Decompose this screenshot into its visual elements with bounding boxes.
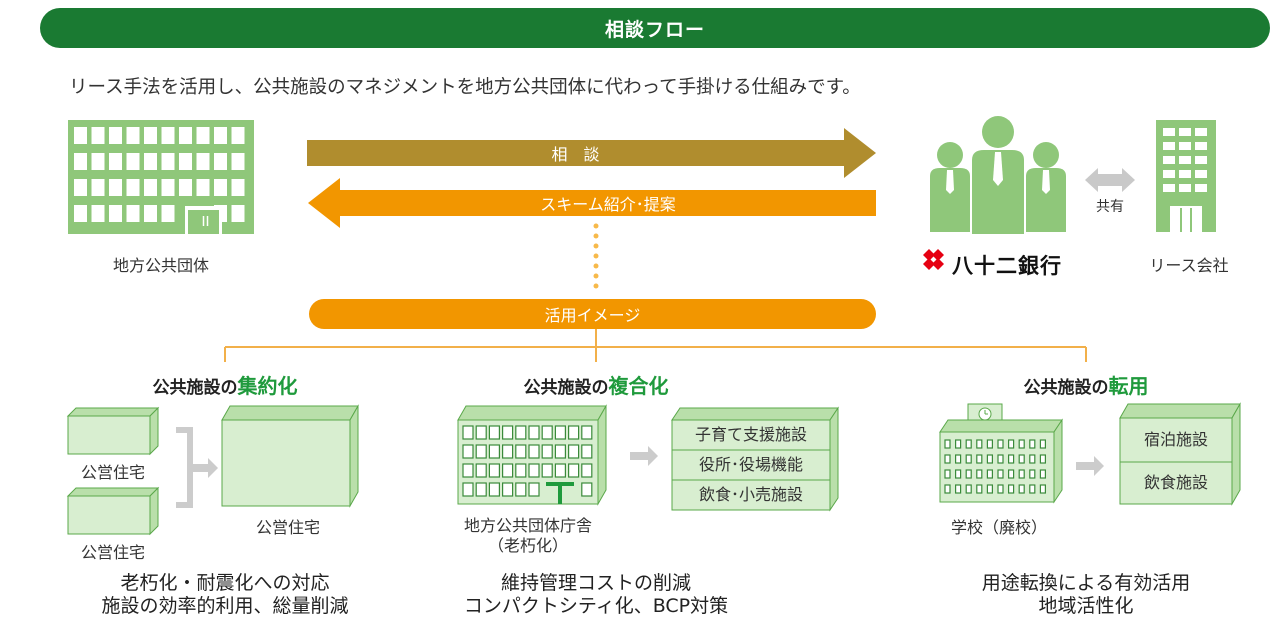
case2-heading-highlight: 複合化 (608, 374, 669, 398)
case2-heading: 公共施設の複合化 (524, 370, 669, 399)
lease-company-label: リース会社 (1149, 256, 1229, 275)
case1-heading: 公共施設の集約化 (153, 370, 298, 399)
bank-name: 八十二銀行 (952, 254, 1062, 278)
case1-merge-bracket (176, 427, 193, 508)
case3-box-1: 宿泊施設 (1143, 430, 1208, 449)
local-gov-label: 地方公共団体 (112, 256, 210, 275)
case3-heading-highlight: 転用 (1108, 374, 1149, 398)
proposal-arrow (308, 178, 876, 228)
case1-heading-prefix: 公共施設の (152, 378, 238, 398)
branch-connector (224, 329, 1087, 362)
banner-title: 相談フロー (604, 18, 705, 41)
case1-outcome-line-2: 施設の効率的利用、総量削減 (101, 595, 349, 617)
consult-label: 相 談 (551, 145, 600, 164)
case1-from-label-2: 公営住宅 (80, 543, 146, 562)
case2-outcome-line-2: コンパクトシティ化、BCP対策 (463, 595, 729, 617)
case1-to-label: 公営住宅 (255, 518, 321, 537)
case1-arrow (193, 458, 218, 478)
case3-arrow (1076, 456, 1104, 476)
intro-text: リース手法を活用し、公共施設のマネジメントを地方公共団体に代わって手掛ける仕組み… (69, 77, 861, 98)
case2-outcome-line-1: 維持管理コストの削減 (500, 572, 692, 594)
case1-heading-highlight: 集約化 (237, 374, 298, 398)
case2-from-label-1: 地方公共団体庁舎 (463, 516, 593, 535)
case3-school-icon (939, 403, 1063, 504)
case1-outcome-line-1: 老朽化・耐震化への対応 (120, 572, 330, 594)
case1-large-housing-icon (221, 404, 359, 508)
bank-staff-icon (930, 116, 1066, 234)
share-label: 共有 (1096, 199, 1124, 215)
case2-facility-stack (671, 406, 839, 512)
title-banner: 相談フロー (40, 8, 1270, 48)
usage-image-pill: 活用イメージ (309, 299, 876, 329)
case3-facility-stack (1119, 402, 1241, 506)
case1-outcome: 老朽化・耐震化への対応 施設の効率的利用、総量削減 (101, 572, 348, 618)
consult-arrow (307, 128, 876, 178)
case2-box-1: 子育て支援施設 (694, 425, 807, 444)
case3-heading-prefix: 公共施設の (1023, 378, 1109, 398)
bank-logo-icon (923, 249, 944, 270)
case3-outcome-line-2: 地域活性化 (1038, 595, 1134, 617)
case3-outcome: 用途転換による有効活用 地域活性化 (982, 572, 1190, 618)
case2-outcome: 維持管理コストの削減 コンパクトシティ化、BCP対策 (464, 572, 728, 618)
case2-box-2: 役所･役場機能 (698, 455, 803, 474)
dotted-connector (593, 223, 599, 289)
case1-small-housing-2-icon (66, 486, 160, 536)
case2-government-office-icon (457, 404, 607, 506)
case2-heading-prefix: 公共施設の (523, 378, 609, 398)
case2-from-label-2: （老朽化） (487, 536, 569, 555)
case3-outcome-line-1: 用途転換による有効活用 (981, 572, 1191, 594)
case2-box-3: 飲食･小売施設 (698, 485, 803, 504)
proposal-label: スキーム紹介･提案 (540, 195, 676, 214)
bank-logo-spacer (918, 255, 944, 275)
case1-from-label-1: 公営住宅 (80, 463, 146, 482)
case1-small-housing-1-icon (66, 406, 160, 456)
lease-company-building-icon (1156, 120, 1216, 232)
share-double-arrow (1085, 168, 1135, 192)
case3-box-2: 飲食施設 (1143, 473, 1208, 492)
case3-from-label: 学校（廃校） (950, 518, 1048, 537)
case3-heading: 公共施設の転用 (1024, 370, 1149, 399)
local-gov-building-icon (68, 120, 254, 234)
case2-arrow (630, 446, 658, 466)
bank-name-block: 八十二銀行 (918, 250, 1062, 280)
